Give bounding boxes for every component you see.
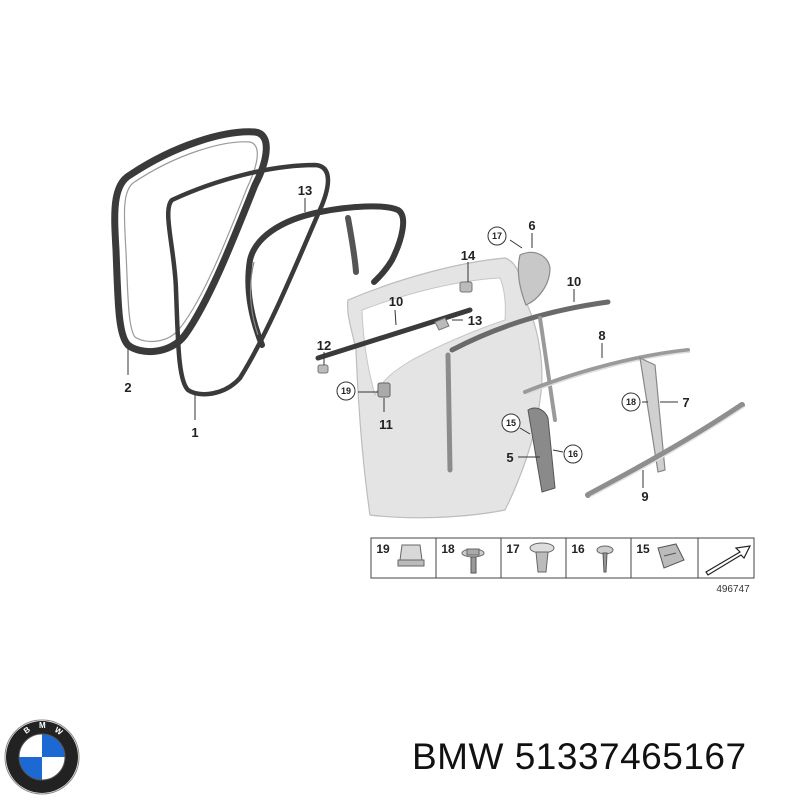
corner-cover-6 xyxy=(517,251,551,306)
pillar-trim-7 xyxy=(639,356,666,473)
brand-and-part-number: BMW 51337465167 xyxy=(412,736,747,778)
callout-6: 6 xyxy=(528,218,535,233)
leader-lines xyxy=(127,198,678,488)
direction-arrow-icon xyxy=(705,545,752,576)
callout-1: 1 xyxy=(191,425,198,440)
clip-14 xyxy=(459,281,473,293)
legend-16: 16 xyxy=(571,542,585,556)
trim-strip-8 xyxy=(523,348,690,394)
push-clip-icon xyxy=(529,542,555,573)
callout-5: 5 xyxy=(506,450,513,465)
legend-15: 15 xyxy=(636,542,650,556)
callout-9: 9 xyxy=(641,489,648,504)
legend-18: 18 xyxy=(441,542,455,556)
bmw-logo: B M W xyxy=(4,719,80,795)
legend-19: 19 xyxy=(376,542,390,556)
clip-12 xyxy=(317,364,329,374)
callout-10b: 10 xyxy=(567,274,581,289)
clip-11 xyxy=(377,382,391,398)
callout-12: 12 xyxy=(317,338,331,353)
reference-number: 496747 xyxy=(716,584,750,595)
spring-clip-icon xyxy=(657,543,685,569)
callout-10a: 10 xyxy=(389,294,403,309)
legend-17: 17 xyxy=(506,542,520,556)
callout-14: 14 xyxy=(461,248,476,263)
clip-nut-icon xyxy=(397,544,425,567)
svg-text:W: W xyxy=(53,725,65,737)
callout-16: 16 xyxy=(568,449,578,459)
callout-circles xyxy=(336,226,641,464)
svg-text:M: M xyxy=(39,721,46,730)
callout-19: 19 xyxy=(341,386,351,396)
callout-18: 18 xyxy=(626,397,636,407)
door-seal-outer xyxy=(111,128,270,356)
door-seal-inner xyxy=(166,162,331,397)
callout-13b: 13 xyxy=(468,313,482,328)
brand-name: BMW xyxy=(412,736,504,777)
b-pillar-cover-5 xyxy=(527,407,556,493)
svg-text:B: B xyxy=(22,725,32,736)
callout-17: 17 xyxy=(492,231,502,241)
screw-icon xyxy=(596,545,614,573)
callout-8: 8 xyxy=(598,328,605,343)
callout-2: 2 xyxy=(124,380,131,395)
callout-7: 7 xyxy=(682,395,689,410)
clip-13 xyxy=(434,317,450,331)
window-channel-13 xyxy=(245,203,407,348)
fastener-legend: 19 18 17 16 15 xyxy=(370,537,755,595)
lower-trim-9 xyxy=(585,402,745,498)
callout-15: 15 xyxy=(506,418,516,428)
part-number: 51337465167 xyxy=(514,736,747,777)
window-trim-10 xyxy=(449,299,611,353)
callout-11: 11 xyxy=(379,417,393,432)
callout-13a: 13 xyxy=(298,183,312,198)
washer-screw-icon xyxy=(461,548,485,574)
